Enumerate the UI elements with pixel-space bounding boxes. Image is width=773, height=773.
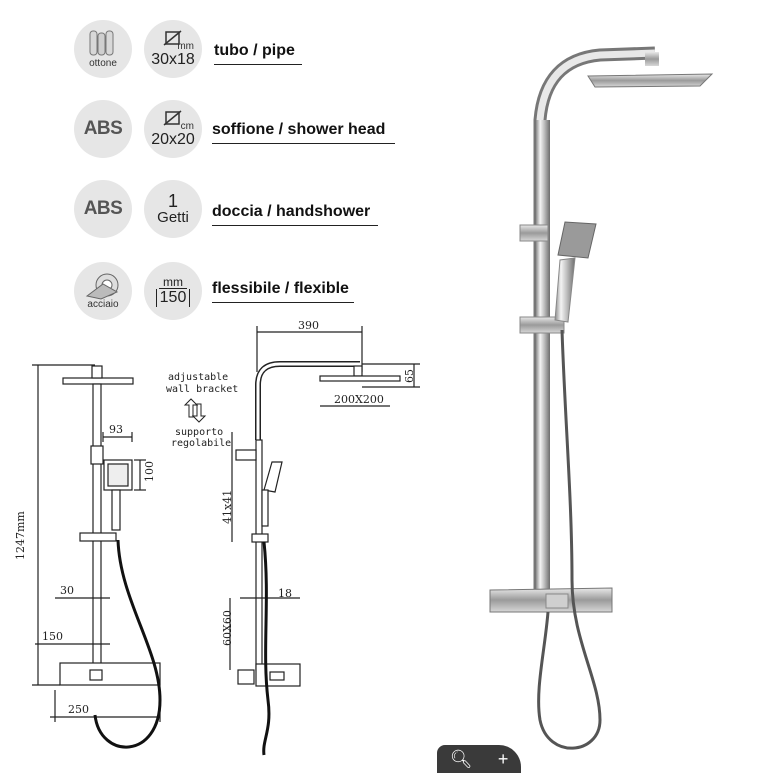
pipe-depth-text: 18	[278, 587, 292, 600]
hose-length-icon: mm 150	[144, 262, 202, 320]
dimension-value: 150	[155, 288, 191, 307]
head-connector	[645, 52, 659, 66]
plus-icon[interactable]: +	[497, 749, 509, 769]
slider-holder	[519, 316, 565, 334]
slider-text: 41x41	[221, 490, 234, 524]
tubes-graphic	[89, 30, 114, 56]
unit-label: mm	[177, 41, 194, 52]
flexible-hose	[537, 329, 602, 750]
handshower-handle	[554, 257, 576, 323]
head-size-text: 200X200	[334, 393, 384, 406]
dimension-value: 20x20	[151, 131, 195, 148]
main-pipe	[536, 120, 550, 590]
reach-text: 390	[298, 319, 319, 332]
zoom-controls: 🔍︎ +	[437, 745, 521, 773]
side-view-drawing	[229, 326, 420, 756]
jets-number: 1	[167, 191, 178, 211]
abs-material-icon: ABS	[74, 100, 132, 158]
rain-shower-head	[587, 73, 714, 88]
dimension-value: 30x18	[151, 51, 195, 68]
material-label: ottone	[89, 58, 117, 69]
mixer-size-text: 60X60	[221, 610, 234, 646]
wall-bracket	[519, 224, 549, 242]
section-square-icon	[163, 110, 182, 126]
abs-material-icon: ABS	[74, 180, 132, 238]
abs-label: ABS	[83, 198, 123, 219]
mixer-width-text: 250	[68, 703, 89, 716]
unit-label: mm	[159, 276, 187, 289]
hose-coil-graphic	[85, 273, 119, 300]
bracket-note-en-1: adjustable	[168, 372, 228, 383]
mixer-center-text: 150	[42, 630, 63, 643]
side-view-dimensions: 390 65 200X200 41x41 18 60X60	[221, 319, 416, 646]
bracket-arrows-icon	[183, 398, 207, 423]
spec-label-shower-head: soffione / shower head	[212, 121, 395, 144]
handshower-head	[557, 221, 597, 259]
hand-height-text: 100	[143, 461, 156, 482]
front-view-dimensions: 1247mm 93 100 30 150 250	[14, 423, 156, 716]
bracket-note-it-2: regolabile	[171, 438, 231, 449]
jets-label: Getti	[157, 209, 189, 226]
abs-label: ABS	[83, 118, 123, 139]
bracket-note-en-2: wall bracket	[166, 384, 238, 395]
material-label: acciaio	[87, 299, 119, 310]
head-drop-text: 65	[403, 369, 416, 383]
spec-label-handshower: doccia / handshower	[212, 203, 378, 226]
head-section-icon: cm 20x20	[144, 100, 202, 158]
bracket-note: adjustable wall bracket supporto regolab…	[166, 372, 238, 449]
bracket-note-it-1: supporto	[175, 427, 223, 438]
spec-label-pipe: tubo / pipe	[214, 42, 302, 65]
brass-tubes-icon: ottone	[74, 20, 132, 78]
steel-hose-icon: acciaio	[74, 262, 132, 320]
section-square-icon	[163, 30, 182, 46]
magnifier-icon[interactable]: 🔍︎	[449, 749, 473, 769]
product-photo-shower-column	[489, 46, 714, 750]
jets-count-icon: 1 Getti	[144, 180, 202, 238]
front-view-drawing	[32, 364, 162, 749]
pipe-section-icon: mm 30x18	[144, 20, 202, 78]
unit-label: cm	[180, 121, 194, 132]
spec-label-flexible: flessibile / flexible	[212, 280, 354, 303]
pipe-dim-text: 30	[60, 584, 74, 597]
hand-width-text: 93	[109, 423, 123, 436]
height-dim-text: 1247mm	[14, 511, 27, 560]
